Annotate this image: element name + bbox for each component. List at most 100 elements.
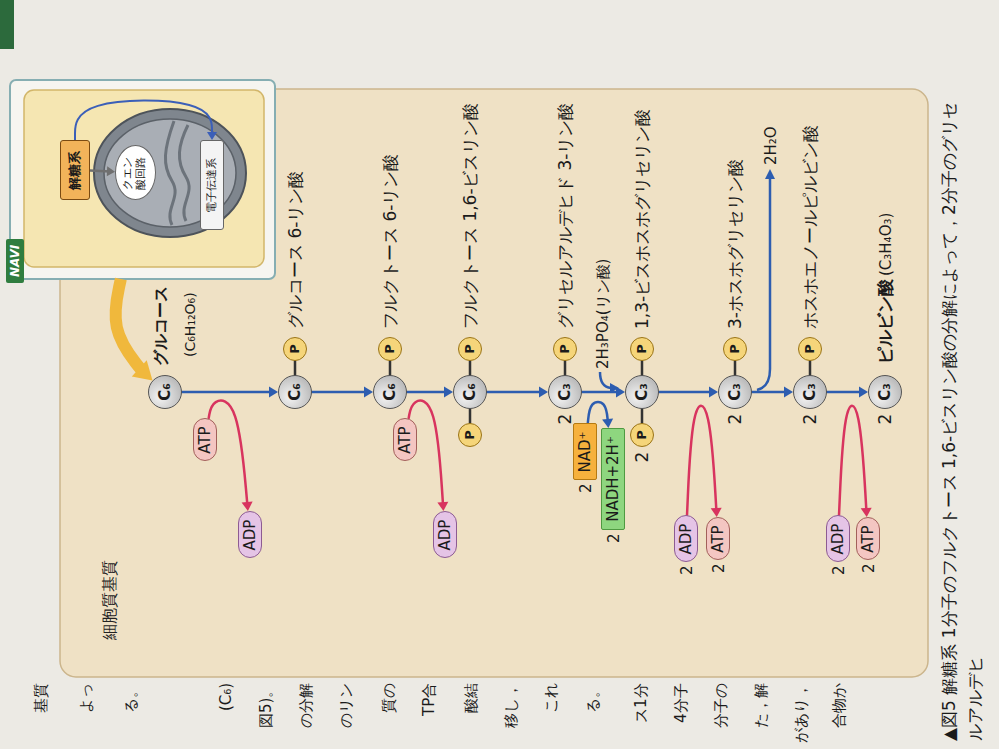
nad-box: NAD⁺ <box>573 424 597 481</box>
body-text-fragment: た，解 <box>752 683 770 728</box>
node-text: C₃ <box>801 383 819 401</box>
carbon-circle: C₆ <box>278 375 312 409</box>
connector-line <box>182 391 273 394</box>
label-slot: 移し， <box>501 683 520 728</box>
bond-line <box>295 361 296 375</box>
atp-pill: ATP <box>856 518 880 561</box>
node-text: C₆ <box>461 383 479 401</box>
compound-name: 2H₃PO₄(リン酸) <box>594 259 612 369</box>
arrow-head <box>784 387 793 398</box>
node-text: P <box>462 430 478 440</box>
label-slot: 2 <box>604 533 623 543</box>
node-text: NAVI <box>6 239 24 283</box>
bond-line <box>735 361 736 375</box>
compound-name: フルクトース 6-リン酸 <box>380 154 400 329</box>
body-text-fragment: があり， <box>792 683 810 743</box>
label-slot: 2 <box>800 414 820 425</box>
phosphate-circle: P <box>283 337 307 361</box>
node-text: P <box>727 344 743 354</box>
carbon-circle: C₃ <box>548 375 582 409</box>
label-slot: ス1分 <box>631 683 650 723</box>
compound-name: フルクトース 1,6-ビスリン酸 <box>460 103 480 329</box>
node-text: クエン酸回路 <box>122 156 147 191</box>
phosphate-circle: P <box>378 337 402 361</box>
arrow-head <box>242 502 253 512</box>
body-text-fragment: (C₆) <box>217 683 235 711</box>
bond-line <box>565 361 566 375</box>
page-tab-bar <box>0 0 14 49</box>
label-slot: 2 <box>555 414 575 425</box>
arrow-head <box>132 360 153 380</box>
count-number: 2 <box>632 452 652 463</box>
label-slot: た，解 <box>751 683 770 728</box>
node-text: NAD⁺ <box>576 432 594 473</box>
connector-line <box>641 361 644 375</box>
cofactor-arc <box>687 406 722 517</box>
label-slot: る。 <box>583 683 602 713</box>
count-number: 2 <box>725 414 745 425</box>
bond-line <box>642 409 643 423</box>
label-slot: 質の <box>379 683 398 713</box>
label-slot: グリセルアルデヒド 3-リン酸 <box>555 103 575 329</box>
arrow-head <box>859 387 868 398</box>
node-text: P <box>382 344 398 354</box>
label-slot: フルクトース 1,6-ビスリン酸 <box>460 103 480 329</box>
label-slot: TP合 <box>419 683 438 716</box>
phosphate-arrow <box>600 372 611 388</box>
arrow-head <box>269 387 278 398</box>
connector-line <box>469 409 472 423</box>
body-text-fragment: これ <box>542 683 560 713</box>
arrow-head <box>709 387 718 398</box>
node-text: ATP <box>859 525 877 552</box>
mitochondrion-inner <box>104 119 236 227</box>
flow-arrow <box>659 387 718 398</box>
node-text: ATP <box>196 426 214 453</box>
label-slot: 2 <box>677 565 696 575</box>
connector-line <box>582 391 620 394</box>
count-number: 2 <box>710 563 728 573</box>
connector-line <box>116 279 145 373</box>
label-slot: 2H₃PO₄(リン酸) <box>593 259 612 369</box>
cofactor-arc <box>209 401 253 511</box>
node-text: P <box>287 344 303 354</box>
node-text: 解糖系 <box>67 151 83 190</box>
count-number: 2 <box>800 414 820 425</box>
node-text: 電子伝達系 <box>205 158 218 213</box>
glycolysis-box: 解糖系 <box>60 140 90 200</box>
body-text-fragment: る。 <box>122 683 140 713</box>
phosphate-circle: P <box>553 337 577 361</box>
crista <box>165 121 175 225</box>
node-text: NADH+2H⁺ <box>604 436 622 522</box>
bond-line <box>470 361 471 375</box>
body-text-fragment: 基質 <box>32 683 50 713</box>
label-slot: よっ <box>76 683 95 713</box>
node-text: P <box>462 344 478 354</box>
body-text-fragment: 質の <box>380 683 398 713</box>
node-text: P <box>634 430 650 440</box>
arrow-head <box>539 387 548 398</box>
carbon-circle: C₆ <box>148 375 182 409</box>
phosphate-circle: P <box>798 337 822 361</box>
compound-name: (C₆H₁₂O₆) <box>182 292 199 357</box>
label-slot: グルコース <box>151 286 170 366</box>
compound-name: ホスホエノールピルビン酸 <box>800 125 820 329</box>
label-slot: グルコース 6-リン酸 <box>285 171 305 329</box>
node-text: ADP <box>677 524 695 555</box>
atp-pill: ATP <box>393 419 417 462</box>
compound-name: グルコース <box>151 286 170 366</box>
arrow-head <box>602 419 613 429</box>
count-number: 2 <box>830 565 848 575</box>
body-text-fragment: 分子の <box>712 683 730 728</box>
bond-line <box>470 409 471 423</box>
label-slot: (C₃H₄O₃) <box>876 213 895 276</box>
label-slot: フルクトース 6-リン酸 <box>380 154 400 329</box>
label-slot: 4分子 <box>671 683 690 723</box>
arrow-head <box>107 166 115 176</box>
label-slot: これ <box>541 683 560 713</box>
count-number: 2 <box>860 563 878 573</box>
arrow-head <box>711 508 722 517</box>
connector-line <box>389 361 392 375</box>
